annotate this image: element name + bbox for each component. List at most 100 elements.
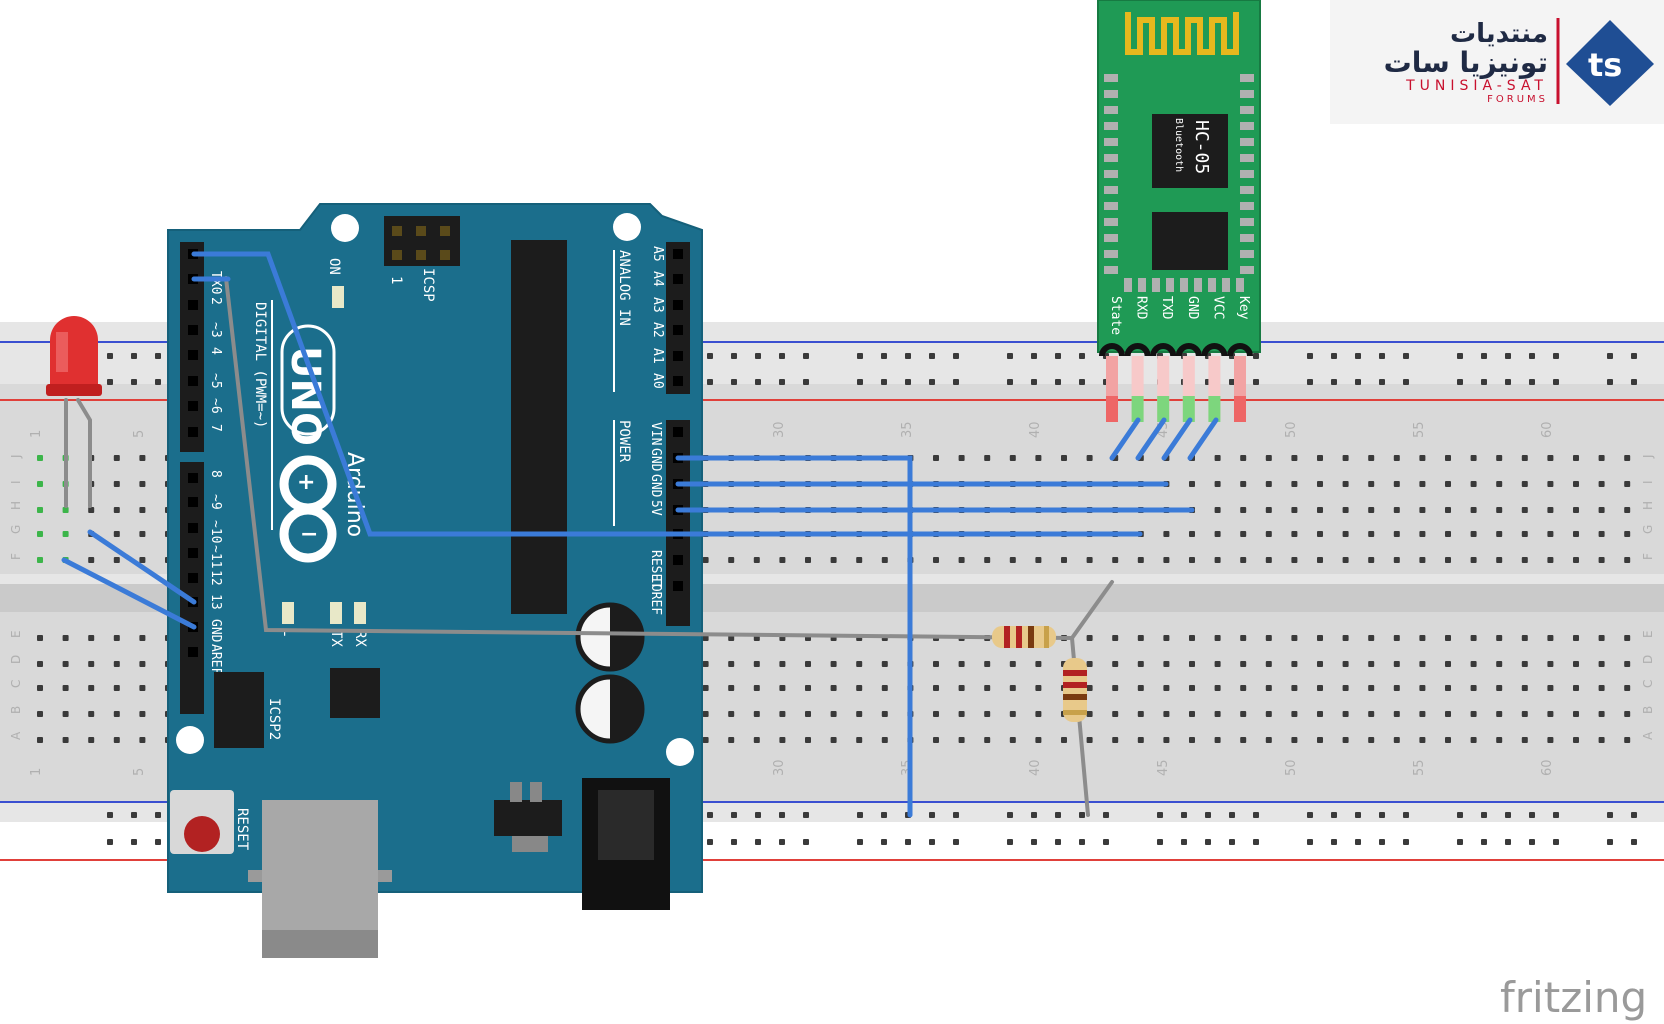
breadboard-hole bbox=[1035, 685, 1042, 691]
digital-pin-label: 7 bbox=[208, 424, 223, 432]
breadboard-hole bbox=[1163, 531, 1170, 537]
rail-hole bbox=[1331, 379, 1337, 385]
breadboard-hole bbox=[984, 685, 991, 691]
breadboard-hole bbox=[830, 711, 837, 717]
breadboard-hole bbox=[958, 711, 965, 717]
breadboard-hole bbox=[1035, 557, 1042, 563]
logo-arabic-line1: منتديات bbox=[1450, 19, 1548, 49]
row-letter: H bbox=[9, 501, 23, 510]
breadboard-hole bbox=[1240, 507, 1247, 513]
breadboard-hole bbox=[958, 737, 965, 743]
wire-blue-gnd-rail bbox=[675, 455, 913, 818]
tunisia-sat-diamond-logo: ts bbox=[1566, 20, 1654, 106]
row-letter: D bbox=[1641, 655, 1655, 664]
breadboard-hole bbox=[139, 455, 146, 461]
rail-hole bbox=[731, 379, 737, 385]
rail-hole bbox=[107, 353, 113, 359]
rail-hole bbox=[1007, 353, 1013, 359]
rail-hole bbox=[1055, 839, 1061, 845]
breadboard-hole bbox=[1521, 661, 1528, 667]
breadboard-hole bbox=[1163, 557, 1170, 563]
breadboard-hole bbox=[1291, 661, 1298, 667]
breadboard-hole bbox=[1317, 557, 1323, 563]
digital-pin bbox=[188, 523, 198, 533]
breadboard-hole bbox=[1291, 737, 1298, 743]
digital-pwm-label: DIGITAL (PWM=~) bbox=[252, 302, 268, 428]
breadboard-hole bbox=[37, 737, 43, 743]
breadboard-hole bbox=[62, 711, 69, 717]
breadboard-hole bbox=[1265, 531, 1272, 537]
breadboard-hole bbox=[1240, 481, 1247, 487]
rail-hole bbox=[1331, 839, 1337, 845]
breadboard-hole bbox=[1035, 661, 1042, 667]
breadboard-hole bbox=[113, 635, 120, 641]
breadboard-hole bbox=[1573, 557, 1579, 563]
breadboard-hole bbox=[1368, 661, 1375, 667]
rail-hole bbox=[1457, 379, 1463, 385]
breadboard-hole bbox=[1265, 455, 1272, 461]
breadboard-hole bbox=[1547, 507, 1554, 513]
breadboard-hole bbox=[702, 635, 709, 641]
breadboard-hole bbox=[1265, 685, 1272, 691]
breadboard-hole bbox=[958, 661, 965, 667]
breadboard-hole bbox=[113, 711, 120, 717]
breadboard-hole bbox=[881, 685, 888, 691]
breadboard-hole bbox=[1163, 737, 1170, 743]
rail-hole bbox=[1553, 353, 1559, 359]
breadboard-hole bbox=[1214, 635, 1221, 641]
breadboard-hole bbox=[830, 557, 837, 563]
rail-hole bbox=[1505, 353, 1511, 359]
rail-hole bbox=[857, 839, 863, 845]
breadboard-hole bbox=[37, 635, 43, 641]
breadboard-hole bbox=[1419, 737, 1426, 743]
breadboard-hole bbox=[1393, 531, 1400, 537]
power-pin-label: VIN bbox=[648, 422, 663, 445]
breadboard-hole bbox=[1265, 507, 1272, 513]
breadboard-hole bbox=[1368, 711, 1375, 717]
row-letter: J bbox=[1641, 454, 1655, 459]
breadboard-hole bbox=[958, 455, 965, 461]
breadboard-hole bbox=[1214, 531, 1221, 537]
breadboard-hole bbox=[1419, 557, 1426, 563]
breadboard-hole bbox=[62, 507, 69, 513]
digital-pin bbox=[188, 473, 198, 483]
rail-hole bbox=[1631, 353, 1637, 359]
breadboard-hole bbox=[1317, 635, 1323, 641]
column-number: 50 bbox=[1284, 759, 1299, 776]
breadboard-hole bbox=[1624, 711, 1631, 717]
breadboard-hole bbox=[702, 557, 709, 563]
atmega-chip bbox=[511, 240, 567, 614]
breadboard-hole bbox=[856, 661, 863, 667]
column-number: 50 bbox=[1284, 421, 1299, 438]
rail-hole bbox=[1529, 839, 1535, 845]
breadboard-hole bbox=[1573, 507, 1579, 513]
icsp-label: ICSP bbox=[420, 268, 436, 302]
breadboard-hole bbox=[728, 557, 735, 563]
rail-hole bbox=[1157, 839, 1163, 845]
rail-hole bbox=[1007, 812, 1013, 818]
rail-hole bbox=[1031, 379, 1037, 385]
breadboard-hole bbox=[1521, 481, 1528, 487]
rail-hole bbox=[803, 839, 809, 845]
breadboard-hole bbox=[1189, 737, 1195, 743]
rail-hole bbox=[1229, 839, 1235, 845]
rail-hole bbox=[953, 379, 959, 385]
breadboard-hole bbox=[1573, 531, 1579, 537]
mount-hole bbox=[331, 214, 359, 242]
breadboard-hole bbox=[1189, 685, 1195, 691]
breadboard-hole bbox=[984, 737, 991, 743]
rail-hole bbox=[1379, 353, 1385, 359]
rail-hole bbox=[929, 839, 935, 845]
breadboard-hole bbox=[933, 661, 939, 667]
breadboard-hole bbox=[37, 661, 43, 667]
breadboard-hole bbox=[88, 507, 95, 513]
rail-hole bbox=[905, 379, 911, 385]
breadboard-hole bbox=[1342, 507, 1349, 513]
breadboard-hole bbox=[1419, 507, 1426, 513]
breadboard-hole bbox=[1393, 507, 1400, 513]
breadboard-hole bbox=[1368, 481, 1375, 487]
rail-hole bbox=[1379, 379, 1385, 385]
digital-pin bbox=[188, 325, 198, 335]
